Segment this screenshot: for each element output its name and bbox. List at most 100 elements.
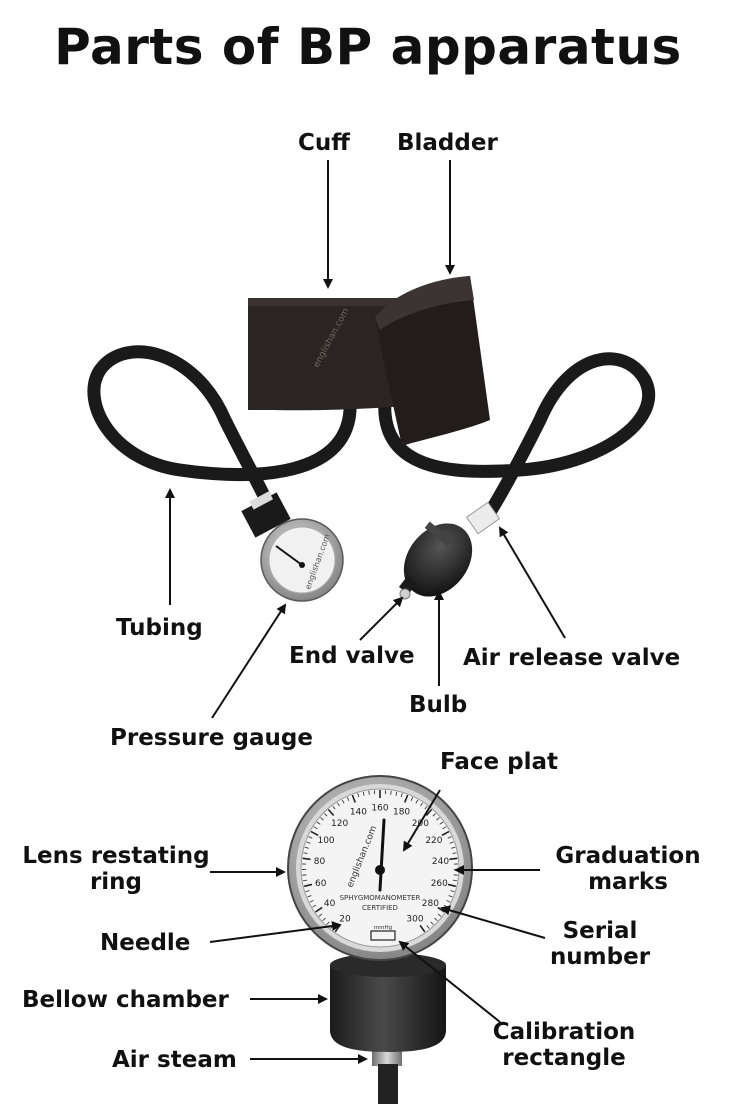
air-release-arrow — [498, 526, 566, 639]
label-lens-ring-line1: Lens restating — [22, 843, 210, 869]
graduation-minor-tick — [313, 826, 318, 830]
graduation-minor-tick — [452, 879, 458, 882]
calibration-rectangle-shape — [370, 930, 396, 941]
serial-arrow — [440, 905, 546, 939]
label-calibration-line2: rectangle — [502, 1045, 626, 1071]
graduation-minor-tick — [436, 817, 440, 821]
graduation-minor-tick — [400, 793, 403, 798]
page-title: Parts of BP apparatus — [54, 18, 682, 76]
graduation-minor-tick — [395, 791, 398, 796]
small-pressure-gauge: englishan.com — [260, 518, 344, 602]
graduation-minor-tick — [324, 813, 328, 817]
label-bulb: Bulb — [409, 692, 468, 718]
graduation-minor-tick — [305, 890, 310, 893]
label-bellow-chamber: Bellow chamber — [22, 987, 229, 1013]
graduation-major-tick — [351, 794, 356, 803]
scale-number: 220 — [425, 836, 442, 846]
scale-number: 100 — [317, 836, 334, 846]
label-air-steam: Air steam — [112, 1047, 237, 1073]
graduation-minor-tick — [432, 813, 436, 817]
scale-number: 140 — [350, 807, 367, 817]
label-pressure-gauge: Pressure gauge — [110, 725, 313, 751]
label-serial-number: Serial number — [540, 918, 660, 970]
graduation-major-tick — [302, 857, 311, 861]
scale-number-group: 2040608010012014016018020022024026028030… — [314, 804, 450, 925]
graduation-minor-tick — [318, 913, 323, 917]
graduation-minor-tick — [442, 826, 447, 830]
graduation-minor-tick — [368, 790, 370, 795]
graduation-minor-tick — [410, 797, 414, 802]
graduation-minor-tick — [302, 879, 308, 882]
graduation-major-tick — [315, 906, 323, 913]
graduation-major-tick — [327, 808, 335, 817]
graduation-minor-tick — [306, 841, 311, 844]
graduation-minor-tick — [434, 917, 438, 922]
graduation-minor-tick — [357, 793, 360, 798]
graduation-minor-tick — [451, 846, 456, 849]
face-plat-arrow — [402, 789, 441, 852]
label-graduation-marks: Graduation marks — [548, 843, 708, 895]
graduation-major-tick — [419, 924, 426, 933]
graduation-minor-tick — [447, 836, 452, 839]
graduation-minor-tick — [450, 890, 455, 893]
scale-number: 260 — [431, 879, 448, 889]
face-text-1: SPHYGMOMANOMETER — [340, 894, 421, 902]
needle-arrow — [209, 921, 342, 943]
graduation-minor-tick — [332, 805, 336, 810]
label-graduation-line2: marks — [588, 869, 668, 895]
label-graduation-line1: Graduation — [555, 843, 701, 869]
graduation-minor-tick — [415, 799, 419, 804]
unit-label: mmHg — [374, 925, 392, 931]
graduation-major-tick — [441, 830, 450, 836]
label-bladder: Bladder — [397, 130, 498, 156]
label-serial-line1: Serial — [562, 918, 638, 944]
tubing-right — [378, 352, 656, 527]
face-text-2: CERTIFIED — [362, 904, 398, 912]
graduation-minor-tick — [326, 921, 330, 926]
label-cuff: Cuff — [298, 130, 350, 156]
graduation-major-tick — [425, 808, 433, 817]
graduation-minor-tick — [316, 821, 321, 825]
graduation-minor-tick — [452, 852, 457, 854]
scale-number: 300 — [406, 914, 423, 924]
label-needle: Needle — [100, 930, 191, 956]
graduation-major-tick — [449, 857, 458, 861]
graduation-minor-tick — [307, 895, 312, 898]
label-tubing: Tubing — [116, 615, 203, 641]
graduation-minor-tick — [424, 805, 428, 810]
label-serial-line2: number — [549, 944, 651, 970]
label-end-valve: End valve — [289, 643, 415, 669]
needle-shape — [378, 818, 386, 892]
label-face-plat: Face plat — [440, 749, 558, 775]
bulb-shape — [403, 521, 473, 597]
pressure-gauge-arrow — [211, 603, 287, 719]
graduation-minor-tick — [308, 836, 313, 839]
graduation-minor-tick — [303, 852, 308, 854]
label-lens-ring-line2: ring — [89, 869, 143, 895]
bellow-chamber-shape — [330, 953, 446, 1052]
scale-number: 120 — [331, 819, 348, 829]
tubing-left — [87, 345, 357, 517]
scale-number: 240 — [432, 857, 449, 867]
graduation-minor-tick — [446, 900, 451, 903]
scale-number: 20 — [339, 914, 351, 924]
label-calibration-rectangle: Calibration rectangle — [484, 1019, 644, 1071]
graduation-minor-tick — [430, 921, 434, 926]
graduation-minor-tick — [304, 846, 309, 849]
graduation-major-tick — [303, 883, 313, 888]
end-valve-arrow — [359, 596, 404, 641]
graduation-major-tick — [310, 830, 319, 836]
calibration-arrow — [398, 940, 501, 1023]
graduation-minor-tick — [322, 917, 326, 922]
graduation-minor-tick — [309, 900, 314, 903]
label-air-release-valve: Air release valve — [463, 645, 681, 671]
graduation-minor-tick — [341, 799, 345, 804]
scale-number: 280 — [422, 899, 439, 909]
end-valve-shape — [398, 575, 418, 600]
graduation-major-tick — [404, 794, 409, 803]
graduation-minor-tick — [439, 821, 444, 825]
scale-number: 160 — [371, 804, 388, 814]
graduation-minor-tick — [437, 913, 442, 917]
